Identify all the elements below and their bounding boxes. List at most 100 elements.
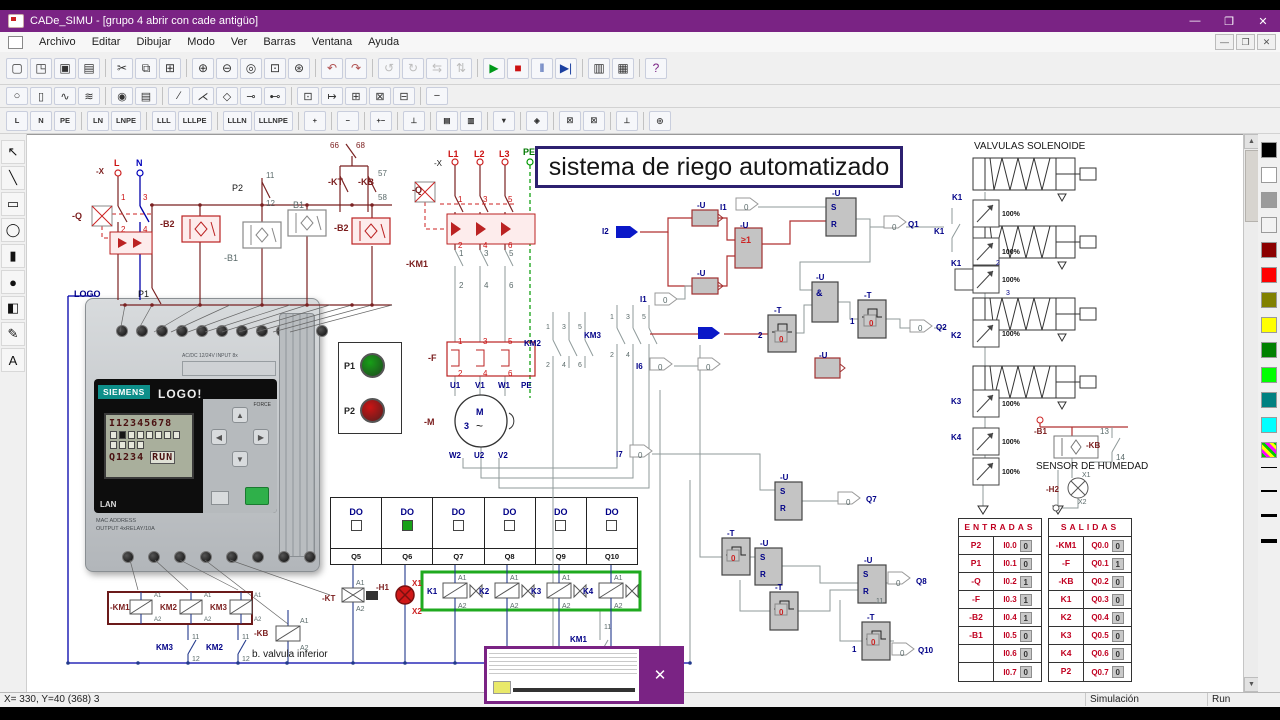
cut-button[interactable]: ✂ — [111, 57, 133, 79]
zoom-out-button[interactable]: ⊖ — [216, 57, 238, 79]
new-file-button[interactable]: ▢ — [6, 57, 28, 79]
taskbar-preview-popup[interactable]: ✕ — [484, 646, 684, 704]
plc-key-3[interactable]: ▼ — [232, 451, 248, 467]
lamp-sym-button[interactable]: ◎ — [648, 110, 671, 131]
supply-plusminus-button[interactable]: +− — [369, 110, 392, 131]
comp-motor-button[interactable]: ◉ — [111, 87, 133, 105]
zoom-button[interactable]: ◎ — [240, 57, 262, 79]
color-swatch-multi[interactable] — [1261, 442, 1277, 458]
copy-button[interactable]: ⧉ — [135, 57, 157, 79]
plc-key-1[interactable]: ◀ — [211, 429, 227, 445]
filled-ellipse-tool[interactable]: ● — [1, 270, 25, 294]
close-button[interactable]: ✕ — [1258, 15, 1268, 28]
zoom-pointer-button[interactable]: ⊛ — [288, 57, 310, 79]
menu-ayuda[interactable]: Ayuda — [368, 36, 400, 48]
comp-link-button[interactable]: ↦ — [321, 87, 343, 105]
supply-LN-button[interactable]: LN — [87, 110, 109, 131]
menu-modo[interactable]: Modo — [187, 36, 215, 48]
comp-fuse-button[interactable]: ▯ — [30, 87, 52, 105]
comp-socket-button[interactable]: ⊷ — [264, 87, 286, 105]
line-style-2[interactable] — [1261, 490, 1277, 492]
save-file-button[interactable]: ▣ — [54, 57, 76, 79]
supply-L-button[interactable]: L — [6, 110, 28, 131]
color-swatch-1[interactable] — [1261, 167, 1277, 183]
ground-t-button[interactable]: ⊥ — [615, 110, 638, 131]
flip-horizontal-button[interactable]: ⇆ — [426, 57, 448, 79]
preview-close-icon[interactable]: ✕ — [653, 667, 667, 684]
supply-N-button[interactable]: N — [30, 110, 52, 131]
paste-button[interactable]: ⊞ — [159, 57, 181, 79]
menu-ventana[interactable]: Ventana — [311, 36, 353, 48]
mdi-restore-button[interactable]: ❐ — [1236, 34, 1255, 50]
supply-LLLNPE-button[interactable]: LLLNPE — [253, 110, 293, 131]
plc-key-0[interactable]: ▲ — [232, 407, 248, 423]
zoom-window-button[interactable]: ⊡ — [264, 57, 286, 79]
text-tool[interactable]: A — [1, 348, 25, 372]
block-z1-button[interactable]: ☒ — [558, 110, 581, 131]
pen-tool[interactable]: ✎ — [1, 322, 25, 346]
fill-tool[interactable]: ◧ — [1, 296, 25, 320]
line-style-4[interactable] — [1261, 539, 1277, 543]
zoom-in-button[interactable]: ⊕ — [192, 57, 214, 79]
scrollbar-thumb[interactable] — [1245, 150, 1259, 222]
undo-button[interactable]: ↶ — [321, 57, 343, 79]
comp-switch-button[interactable]: ∿ — [54, 87, 76, 105]
line-style-1[interactable] — [1261, 467, 1277, 468]
scroll-down-icon[interactable]: ▼ — [1244, 677, 1259, 692]
arrow-down-button[interactable]: ▼ — [492, 110, 515, 131]
comp-io-button[interactable]: ⊠ — [369, 87, 391, 105]
restore-button[interactable]: ❐ — [1224, 15, 1234, 28]
comp-box-button[interactable]: ⊟ — [393, 87, 415, 105]
plc-key-2[interactable]: ▶ — [253, 429, 269, 445]
do-state-Q8[interactable] — [504, 520, 516, 531]
comp-wire-button[interactable]: − — [426, 87, 448, 105]
filled-rect-tool[interactable]: ▮ — [1, 244, 25, 268]
supply-PE-button[interactable]: PE — [54, 110, 76, 131]
pointer-tool[interactable]: ↖ — [1, 140, 25, 164]
plc-esc-key[interactable] — [211, 491, 229, 505]
color-swatch-5[interactable] — [1261, 267, 1277, 283]
menu-ver[interactable]: Ver — [230, 36, 248, 48]
ellipse-tool[interactable]: ◯ — [1, 218, 25, 242]
comp-relay-button[interactable]: ⊡ — [297, 87, 319, 105]
ground-button[interactable]: ⊥ — [402, 110, 425, 131]
supply-LLLN-button[interactable]: LLLN — [222, 110, 252, 131]
comp-terminal-button[interactable]: ○ — [6, 87, 28, 105]
do-state-Q7[interactable] — [452, 520, 464, 531]
busbar-button[interactable]: ▤ — [435, 110, 458, 131]
do-state-Q6[interactable] — [401, 520, 413, 531]
plc-ok-key[interactable] — [245, 487, 269, 505]
flip-vertical-button[interactable]: ⇅ — [450, 57, 472, 79]
supply-plus-button[interactable]: + — [303, 110, 326, 131]
rect-tool[interactable]: ▭ — [1, 192, 25, 216]
color-swatch-11[interactable] — [1261, 417, 1277, 433]
color-swatch-8[interactable] — [1261, 342, 1277, 358]
comp-contact-nc-button[interactable]: ⋌ — [192, 87, 214, 105]
menu-editar[interactable]: Editar — [91, 36, 121, 48]
menu-barras[interactable]: Barras — [263, 36, 296, 48]
do-state-Q5[interactable] — [350, 520, 362, 531]
preview-thumbnail[interactable] — [487, 649, 639, 701]
scroll-up-icon[interactable]: ▲ — [1244, 134, 1259, 149]
block-z2-button[interactable]: ☒ — [582, 110, 605, 131]
valve-sym-button[interactable]: ◈ — [525, 110, 548, 131]
help-button[interactable]: ? — [645, 57, 667, 79]
mdi-close-button[interactable]: ✕ — [1257, 34, 1276, 50]
minimize-button[interactable]: — — [1189, 15, 1201, 27]
comp-plug-button[interactable]: ⊸ — [240, 87, 262, 105]
supply-LNPE-button[interactable]: LNPE — [111, 110, 142, 131]
print-button[interactable]: ▤ — [78, 57, 100, 79]
color-swatch-10[interactable] — [1261, 392, 1277, 408]
symbol-library-button[interactable]: ▦ — [612, 57, 634, 79]
supply-minus-button[interactable]: − — [336, 110, 359, 131]
simulate-play-button[interactable]: ▶ — [483, 57, 505, 79]
color-swatch-6[interactable] — [1261, 292, 1277, 308]
do-state-Q10[interactable] — [606, 520, 618, 531]
comp-contact-no-button[interactable]: ∕ — [168, 87, 190, 105]
busbar-2-button[interactable]: ▥ — [459, 110, 482, 131]
simulate-step-button[interactable]: ▶| — [555, 57, 577, 79]
simulate-stop-button[interactable]: ■ — [507, 57, 529, 79]
menu-archivo[interactable]: Archivo — [39, 36, 76, 48]
supply-LLL-button[interactable]: LLL — [152, 110, 176, 131]
vertical-scrollbar[interactable]: ▲ ▼ — [1243, 134, 1259, 692]
